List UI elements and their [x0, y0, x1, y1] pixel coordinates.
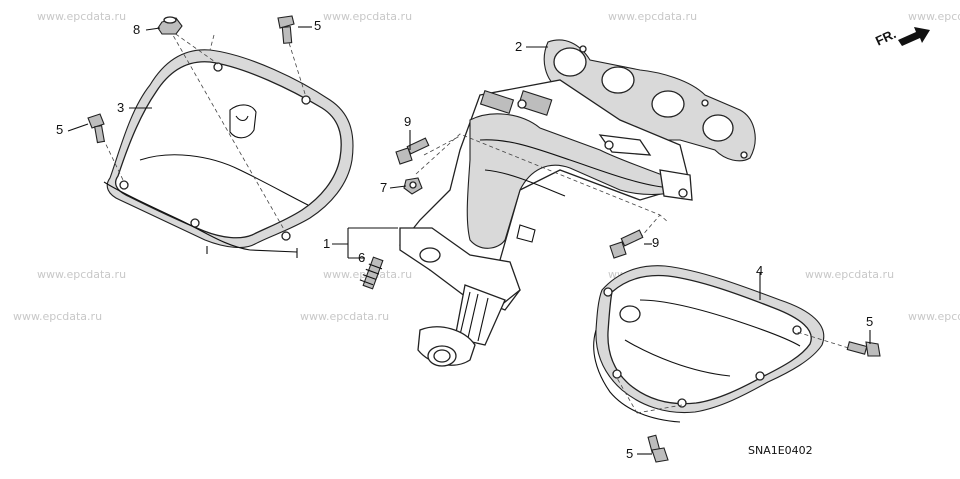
callout-5: 5 [56, 122, 64, 137]
callout-5: 5 [866, 314, 874, 329]
bolt-9-lower-part [609, 229, 644, 259]
nut-7-part [403, 177, 423, 195]
lower-heat-shield-part [593, 265, 825, 423]
callout-9: 9 [652, 235, 660, 250]
callout-7: 7 [380, 180, 388, 195]
callout-5: 5 [314, 18, 322, 33]
bolt-5-top-part [277, 15, 295, 44]
nut-8-part [157, 16, 183, 35]
callout-2: 2 [515, 39, 523, 54]
exhaust-manifold-part [399, 79, 693, 367]
callout-3: 3 [117, 100, 125, 115]
upper-heat-shield-part [103, 49, 354, 258]
bolt-5-left-part [87, 113, 105, 144]
gasket-part [543, 39, 756, 162]
callout-8: 8 [133, 22, 141, 37]
watermark: www.epcdata.ru [608, 10, 698, 23]
watermark: www.epcdata.ru [805, 268, 895, 281]
watermark: www.epcdata.ru [908, 10, 960, 23]
watermark: www.epcdata.ru [13, 310, 103, 323]
stud-6-part [359, 256, 384, 290]
watermark: www.epcdata.ru [908, 310, 960, 323]
bolt-5-bottom-part [647, 434, 669, 463]
watermark: www.epcdata.ru [37, 268, 127, 281]
front-direction-arrow-icon [898, 27, 930, 46]
watermark: www.epcdata.ru [37, 10, 127, 23]
bolt-5-right-part [846, 341, 881, 357]
callout-5: 5 [626, 446, 634, 461]
bolt-9-upper-part [395, 137, 430, 165]
callout-6: 6 [358, 250, 366, 265]
watermark: www.epcdata.ru [300, 310, 390, 323]
callout-1: 1 [323, 236, 331, 251]
watermark: www.epcdata.ru [323, 10, 413, 23]
callout-4: 4 [756, 263, 764, 278]
callout-9: 9 [404, 114, 412, 129]
diagram-code: SNA1E0402 [748, 444, 813, 457]
